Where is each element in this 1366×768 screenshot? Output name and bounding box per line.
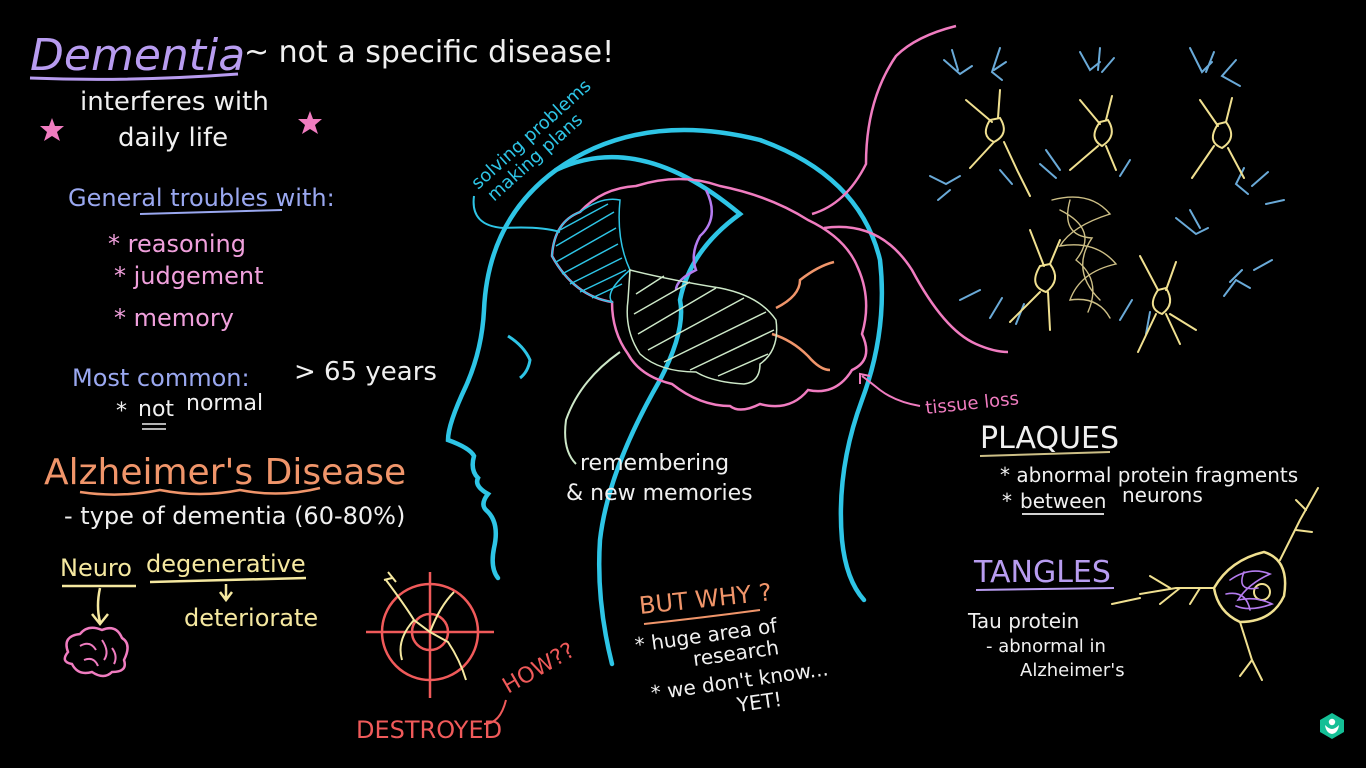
arrow-to-brain (91, 587, 109, 627)
destroyed-connector (483, 699, 507, 725)
neuron-cells (965, 89, 1245, 353)
temporal-lobe-region (626, 269, 778, 385)
head-back-outline (553, 127, 885, 603)
brain-icon (63, 626, 129, 678)
tangles-underline (975, 587, 1115, 591)
plaques-line1: * abnormal protein fragments (1000, 463, 1298, 487)
ear-icon (507, 334, 532, 380)
dementia-title: Dementia (30, 30, 245, 81)
trouble-memory: * memory (114, 304, 234, 332)
alzheimers-underline (79, 486, 321, 496)
target-icon (366, 571, 494, 698)
brain-diagram (550, 177, 868, 411)
remembering-line2: & new memories (566, 481, 753, 506)
tissue-loss-arrow (859, 372, 921, 407)
head-profile-outline (445, 154, 744, 667)
remembering-connector (564, 351, 621, 465)
not-underline (142, 423, 166, 430)
dont-know-line2: YET! (734, 687, 783, 717)
general-troubles-heading: General troubles with: (68, 184, 335, 212)
not-normal-not: not (138, 397, 174, 422)
most-common-label: Most common: (72, 364, 250, 392)
plaques-underline (979, 451, 1111, 457)
frontal-lobe-hatching (555, 203, 627, 299)
alzheimers-title: Alzheimer's Disease (44, 452, 406, 493)
frontal-lobe-region (551, 198, 631, 304)
dementia-subtitle: ~ not a specific disease! (244, 35, 614, 70)
but-why-label: BUT WHY ? (638, 578, 773, 620)
remembering-line1: remembering (580, 451, 729, 476)
interferes-line2: daily life (118, 123, 228, 153)
khan-academy-logo-icon[interactable] (1318, 712, 1346, 740)
destroyed-label: DESTROYED (356, 716, 502, 744)
star-icon-left (40, 118, 64, 141)
lobe-divider-orange (771, 260, 835, 372)
zoom-connector-top (811, 24, 957, 216)
plaques-line2-rest: neurons (1122, 483, 1203, 507)
lobe-divider-purple (674, 189, 713, 291)
plaques-line2-between: between (1020, 489, 1106, 513)
interferes-line1: interferes with (80, 87, 269, 117)
tau-line2: - abnormal in (986, 636, 1106, 657)
general-troubles-underline (139, 209, 283, 215)
zoom-connector-bottom (823, 225, 1009, 354)
not-normal-star: * (116, 399, 127, 424)
arrow-to-deteriorate (219, 584, 233, 603)
tissue-loss-label: tissue loss (924, 388, 1019, 419)
tangle-neuron (1111, 487, 1319, 681)
but-why-underline (643, 609, 761, 625)
neuro-word: Neuro (60, 554, 132, 582)
degenerative-word: degenerative (146, 550, 306, 578)
solving-connector (472, 195, 561, 233)
amyloid-plaque (1051, 196, 1118, 319)
neurofibrillary-tangle (1225, 570, 1275, 611)
plaques-line2-star: * (1002, 489, 1012, 513)
star-icon-right (298, 111, 322, 134)
alzheimers-type: - type of dementia (60-80%) (64, 502, 405, 530)
not-normal-rest: normal (186, 391, 263, 416)
dementia-underline (29, 72, 239, 81)
brain-outline (550, 177, 868, 411)
trouble-reasoning: * reasoning (108, 230, 246, 258)
most-common-value: > 65 years (294, 357, 437, 387)
trouble-judgement: * judgement (114, 262, 264, 290)
neuron-dendrites (929, 47, 1285, 335)
tangles-title: TANGLES (973, 555, 1111, 590)
plaques-title: PLAQUES (980, 421, 1119, 456)
logo-hexagon (1320, 713, 1344, 739)
neuro-underline (62, 576, 307, 588)
tau-line1: Tau protein (967, 609, 1079, 633)
temporal-lobe-hatching (633, 275, 775, 377)
how-label: HOW?? (499, 638, 580, 699)
deteriorate-word: deteriorate (184, 604, 318, 632)
tau-line3: Alzheimer's (1020, 660, 1125, 681)
neuron-network (929, 47, 1285, 353)
